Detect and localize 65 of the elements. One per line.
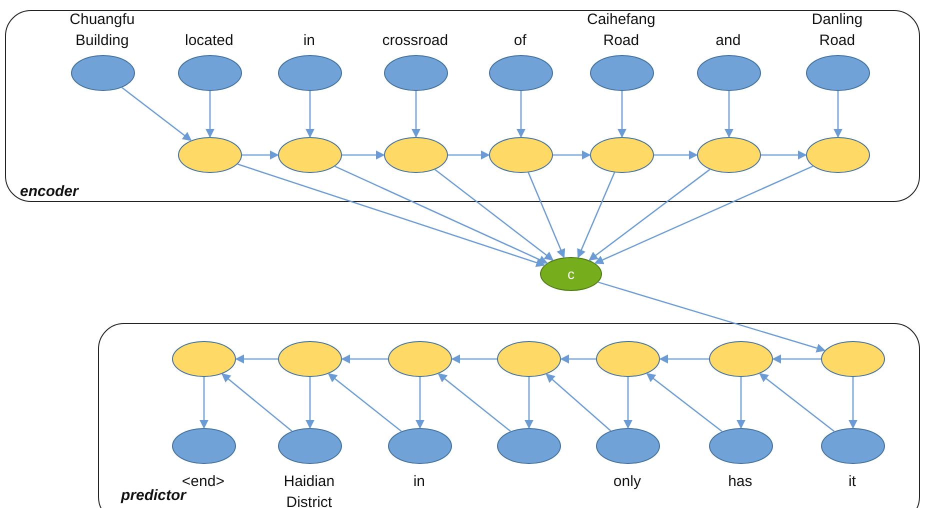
arrow [848, 377, 858, 429]
arrow [654, 150, 698, 160]
arrow [451, 354, 497, 364]
arrow [237, 163, 546, 267]
word-label: crossroad [381, 30, 450, 51]
arrow [560, 354, 596, 364]
arrow [411, 91, 421, 138]
arrow [528, 172, 566, 258]
word-label: Haidian District [282, 472, 336, 508]
word-label: Danling Road [810, 10, 864, 51]
word-label: only [612, 472, 642, 492]
arrow [772, 354, 821, 364]
encoder-panel [5, 10, 920, 202]
arrow [761, 150, 807, 160]
arrow [434, 169, 554, 261]
arrow [415, 377, 425, 429]
arrow [524, 377, 534, 429]
arrow [577, 172, 616, 258]
node-label: c [568, 266, 574, 282]
arrow [122, 87, 192, 142]
arrow [242, 150, 279, 160]
word-label: Caihefang Road [586, 10, 656, 51]
section-heading: encoder [20, 183, 78, 200]
hidden-state-node [806, 136, 870, 173]
predictor-panel [98, 323, 920, 508]
arrow [334, 166, 548, 264]
section-heading: predictor [121, 487, 186, 504]
word-label: of [512, 30, 528, 51]
word-label: it [847, 472, 857, 492]
arrow [305, 377, 315, 429]
arrow [235, 354, 278, 364]
arrow [221, 373, 292, 432]
arrow [553, 150, 591, 160]
arrow [341, 354, 388, 364]
arrow [594, 166, 814, 264]
word-label: in [412, 472, 426, 492]
arrow [448, 150, 490, 160]
arrow [516, 91, 526, 138]
arrow [623, 377, 633, 429]
word-label: located [184, 30, 234, 51]
word-label: and [714, 30, 742, 51]
arrow [546, 374, 612, 432]
hidden-state-node [178, 136, 242, 173]
hidden-state-node [278, 136, 342, 173]
arrow [342, 150, 385, 160]
arrow [598, 282, 826, 352]
arrow [736, 377, 746, 429]
arrow [205, 91, 215, 138]
context-node [540, 257, 602, 291]
arrow [617, 91, 627, 138]
word-label: Chuangfu Building [68, 10, 136, 51]
arrow [759, 373, 835, 432]
arrow [305, 91, 315, 138]
arrow [588, 168, 710, 261]
word-label: in [302, 30, 316, 51]
arrow [438, 373, 511, 432]
word-label: <end> [182, 472, 226, 490]
arrow [199, 377, 209, 429]
word-label: has [727, 472, 754, 492]
hidden-state-node [820, 340, 885, 377]
arrow [328, 373, 402, 432]
arrow [724, 91, 734, 138]
arrow [659, 354, 709, 364]
arrow [833, 91, 843, 138]
arrow [646, 372, 723, 432]
